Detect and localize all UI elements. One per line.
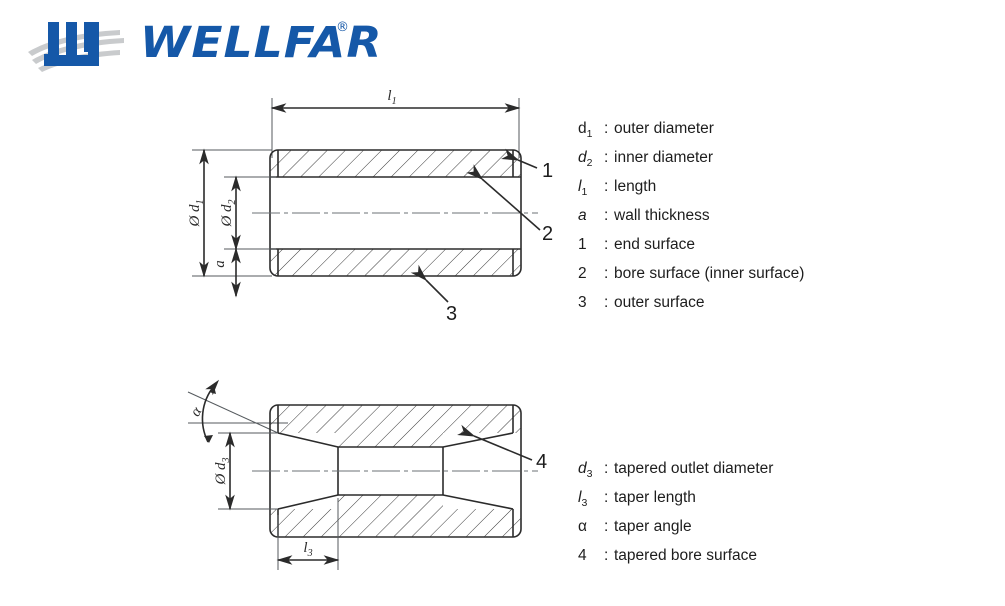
logo-mark-icon [28,22,124,72]
legend-colon: : [604,236,609,253]
legend-symbol: l3 [578,489,588,510]
legend-description: bore surface (inner surface) [614,265,805,282]
legend-symbol: 3 [578,294,587,311]
legend-description: wall thickness [614,207,710,224]
legend-description: inner diameter [614,149,714,166]
legend-colon: : [604,294,609,311]
taper-line-right-lower [442,494,514,510]
dimension-label-d2: Ø d2 [219,199,238,227]
legend-tapered-bore: d3 : tapered outlet diameter l3 : taper … [578,460,773,576]
legend-symbol: α [578,518,587,535]
taper-line-left-lower [277,494,339,510]
legend-symbol: a [578,207,587,224]
legend-item: 3 : outer surface [578,294,804,323]
legend-straight-bore: d1 : outer diameter d2 : inner diameter … [578,120,804,323]
legend-item: l3 : taper length [578,489,773,518]
dimension-label-d1: Ø d1 [187,199,206,227]
callout-1-label: 1 [542,160,553,182]
legend-colon: : [604,547,609,564]
legend-symbol: d2 [578,149,593,170]
legend-item: a : wall thickness [578,207,804,236]
wall-hatch-upper [270,150,521,177]
callout-3-label: 3 [446,303,457,325]
legend-description: end surface [614,236,695,253]
legend-description: taper angle [614,518,692,535]
legend-colon: : [604,265,609,282]
leader-line-1 [501,148,538,169]
legend-colon: : [604,460,609,477]
leader-line-3 [410,264,449,303]
dimension-label-d3: Ø d3 [213,457,232,485]
wall-hatch-upper [270,405,521,447]
legend-item: α : taper angle [578,518,773,547]
legend-symbol: 4 [578,547,587,564]
taper-line-right-upper [442,432,514,448]
tapered-bore-tube-diagram: α Ø d3 l3 4 [187,379,547,570]
callout-4-label: 4 [536,451,547,473]
legend-description: length [614,178,657,195]
legend-item: d2 : inner diameter [578,149,804,178]
legend-item: 2 : bore surface (inner surface) [578,265,804,294]
legend-description: tapered bore surface [614,547,758,564]
legend-item: d1 : outer diameter [578,120,804,149]
wall-hatch-lower [270,495,521,537]
legend-colon: : [604,149,609,166]
dimension-label-a: a [212,260,228,268]
legend-description: tapered outlet diameter [614,460,774,477]
legend-description: outer surface [614,294,705,311]
legend-description: outer diameter [614,120,714,137]
legend-colon: : [604,207,609,224]
legend-colon: : [604,489,609,506]
leader-line-4 [457,424,533,461]
legend-item: 1 : end surface [578,236,804,265]
brand-wordmark: WELLFAR [140,18,383,68]
angle-arrow-top [209,386,216,394]
legend-colon: : [604,178,609,195]
wall-hatch-lower [270,249,521,276]
straight-bore-tube-diagram: l1 Ø d1 Ø d2 a 1 2 3 [187,88,553,325]
registered-trademark-icon: ® [336,20,349,35]
leader-line-2 [466,164,541,231]
dimension-label-l1: l1 [387,88,396,107]
legend-colon: : [604,120,609,137]
legend-symbol: 2 [578,265,587,282]
legend-colon: : [604,518,609,535]
legend-symbol: l1 [578,178,588,199]
callout-2-label: 2 [542,223,553,245]
dimension-label-l3: l3 [303,540,312,559]
legend-symbol: d1 [578,120,593,141]
legend-item: d3 : tapered outlet diameter [578,460,773,489]
legend-item: l1 : length [578,178,804,207]
legend-symbol: 1 [578,236,587,253]
legend-description: taper length [614,489,696,506]
brand-logo: WELLFAR ® [28,14,388,76]
legend-item: 4 : tapered bore surface [578,547,773,576]
angle-arrow-bottom [204,435,213,443]
angle-ray-upper [187,391,279,434]
legend-symbol: d3 [578,460,593,481]
taper-line-left-upper [277,432,339,448]
